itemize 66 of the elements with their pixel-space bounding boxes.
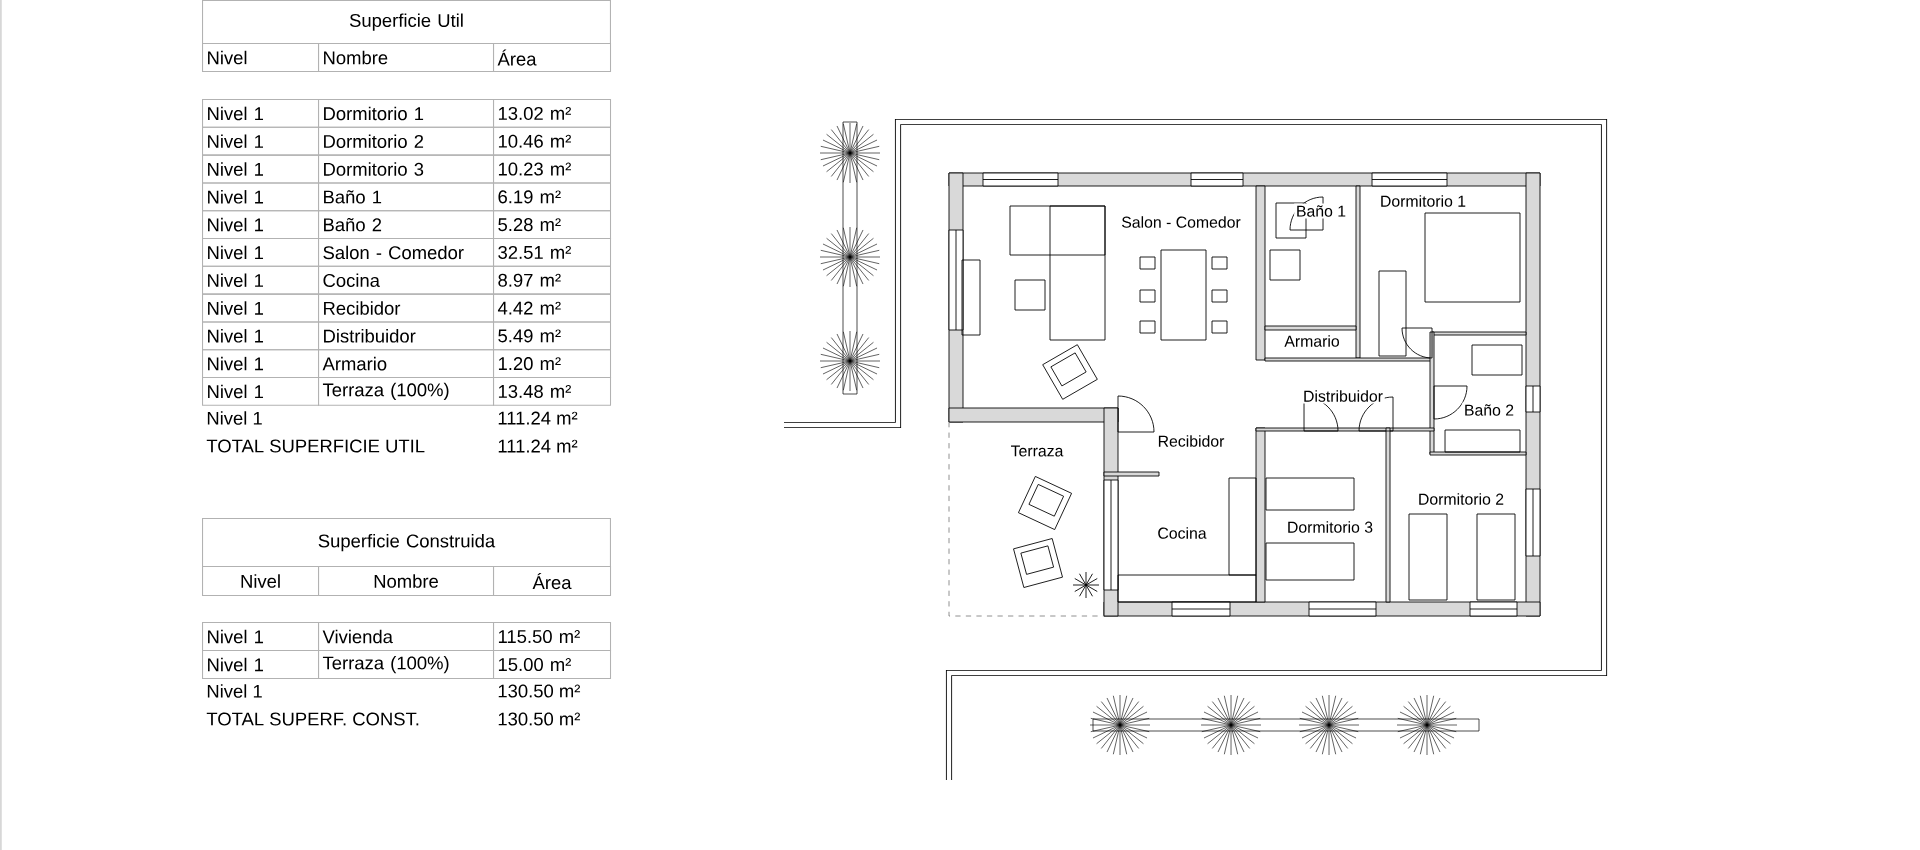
column-header: Nombre (318, 566, 495, 597)
total-value: 130.50 m² (498, 712, 581, 726)
table-cell: 6.19 m² (493, 182, 612, 212)
table-cell: 32.51 m² (493, 238, 612, 267)
table-cell: 4.42 m² (493, 293, 612, 323)
room-label: Salon - Comedor (1119, 214, 1243, 230)
total-value: 111.24 m² (498, 411, 578, 425)
table-cell: Cocina (318, 265, 495, 295)
table-cell: 13.48 m² (493, 377, 612, 406)
room-label: Armario (1282, 333, 1342, 349)
table-cell: Baño 2 (318, 210, 495, 240)
table-cell: 5.28 m² (493, 210, 612, 240)
table-cell: 13.02 m² (493, 99, 612, 128)
table-cell: Nivel 1 (202, 154, 320, 184)
table-title: Superficie Util (202, 0, 611, 45)
table-cell: Nivel 1 (202, 238, 320, 267)
table-cell: Baño 1 (318, 182, 495, 212)
room-label: Dormitorio 1 (1378, 193, 1468, 209)
table-cell: Vivienda (318, 622, 495, 652)
table-cell: Nivel 1 (202, 293, 320, 323)
table-cell: Nivel 1 (202, 182, 320, 212)
column-header: Área (493, 43, 612, 73)
table-cell: Nivel 1 (202, 321, 320, 351)
table-cell: 10.46 m² (493, 126, 612, 156)
table-cell: Nivel 1 (202, 265, 320, 295)
table-cell: 10.23 m² (493, 154, 612, 184)
table-cell: Terraza (100%) (318, 650, 495, 680)
column-header: Nombre (318, 43, 495, 73)
table-cell: Dormitorio 3 (318, 154, 495, 184)
table-cell: 1.20 m² (493, 349, 612, 379)
total-label: Nivel 1 (207, 411, 262, 425)
table-cell: Nivel 1 (202, 349, 320, 379)
total-label: Nivel 1 (207, 684, 262, 698)
room-label: Baño 1 (1294, 203, 1348, 219)
room-label: Dormitorio 3 (1285, 519, 1375, 535)
table-cell: Nivel 1 (202, 650, 320, 680)
column-header: Nivel (202, 43, 320, 73)
table-cell: Nivel 1 (202, 377, 320, 406)
total-label: TOTAL SUPERF. CONST. (206, 712, 419, 726)
table-cell: Salon - Comedor (318, 238, 495, 267)
room-label: Dormitorio 2 (1416, 491, 1506, 507)
room-label: Baño 2 (1462, 402, 1516, 418)
room-label: Distribuidor (1301, 388, 1385, 404)
table-cell: Armario (318, 349, 495, 379)
table-cell: Nivel 1 (202, 210, 320, 240)
room-label: Cocina (1155, 525, 1209, 541)
table-cell: Dormitorio 2 (318, 126, 495, 156)
room-label: Terraza (1008, 443, 1066, 459)
table-cell: Nivel 1 (202, 622, 320, 652)
table-cell: 5.49 m² (493, 321, 612, 351)
table-cell: Dormitorio 1 (318, 99, 495, 128)
table-cell: Terraza (100%) (318, 377, 495, 406)
total-label: TOTAL SUPERFICIE UTIL (206, 439, 425, 453)
table-cell: Nivel 1 (202, 126, 320, 156)
total-value: 130.50 m² (498, 684, 581, 698)
total-value: 111.24 m² (498, 439, 578, 453)
room-label: Recibidor (1155, 433, 1227, 449)
table-cell: 8.97 m² (493, 265, 612, 295)
table-cell: 15.00 m² (493, 650, 612, 680)
table-cell: 115.50 m² (493, 622, 612, 652)
table-cell: Recibidor (318, 293, 495, 323)
table-title: Superficie Construida (202, 518, 611, 568)
table-cell: Distribuidor (318, 321, 495, 351)
column-header: Nivel (202, 566, 320, 597)
column-header: Área (493, 566, 612, 597)
table-cell: Nivel 1 (202, 99, 320, 128)
